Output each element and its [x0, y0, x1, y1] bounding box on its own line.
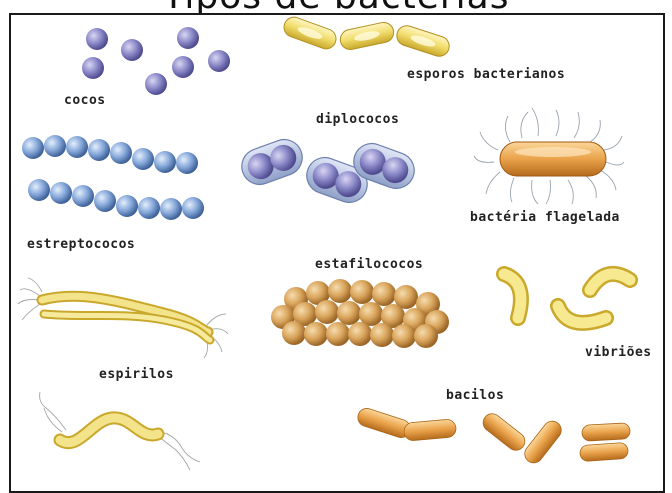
diplococci-icon — [237, 134, 420, 207]
cocci-cluster-icon — [82, 27, 230, 95]
flagellated-bacterium-icon — [474, 108, 624, 204]
bacilli-icon — [356, 406, 631, 466]
label-vibrioes: vibriões — [585, 345, 652, 360]
streptococci-chain-icon — [22, 135, 204, 220]
label-bacteria-flagelada: bactéria flagelada — [470, 210, 620, 225]
label-estafilococos: estafilococos — [315, 257, 423, 272]
spore-rods-icon — [281, 14, 452, 58]
vibrio-icon — [504, 274, 630, 323]
label-diplococos: diplococos — [316, 112, 399, 127]
label-bacilos: bacilos — [446, 388, 504, 403]
label-espirilos: espirilos — [99, 367, 174, 382]
label-esporos-bacterianos: esporos bacterianos — [407, 67, 565, 82]
staphylococci-cluster-icon — [271, 279, 449, 348]
label-cocos: cocos — [64, 93, 106, 108]
label-estreptococos: estreptococos — [27, 237, 135, 252]
